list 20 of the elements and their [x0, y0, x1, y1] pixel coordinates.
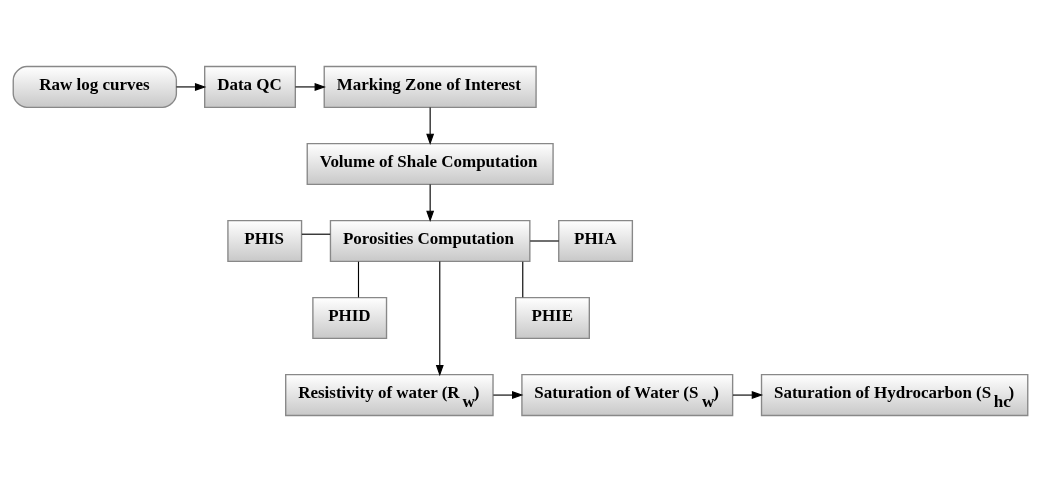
arrow: [426, 107, 435, 145]
arrow: [492, 391, 524, 400]
arrow: [426, 184, 435, 222]
connector: [357, 261, 360, 298]
arrow: [175, 82, 207, 91]
node-box: PHIE: [515, 296, 590, 340]
node-box: Raw log curves: [12, 65, 178, 108]
node-box: Porosities Computation: [329, 219, 531, 263]
node-box: Volume of Shale Computation: [306, 142, 554, 186]
connector: [522, 261, 524, 298]
arrow: [294, 82, 326, 91]
connector: [529, 240, 560, 242]
arrow: [435, 260, 444, 377]
node-box: PHIA: [558, 219, 634, 263]
node-box: Marking Zone of Interest: [323, 65, 537, 108]
connector: [301, 233, 331, 235]
node-box: PHID: [312, 296, 388, 340]
node-box: PHIS: [227, 219, 303, 263]
arrow: [732, 391, 764, 400]
node-box: Data QC: [204, 65, 296, 108]
